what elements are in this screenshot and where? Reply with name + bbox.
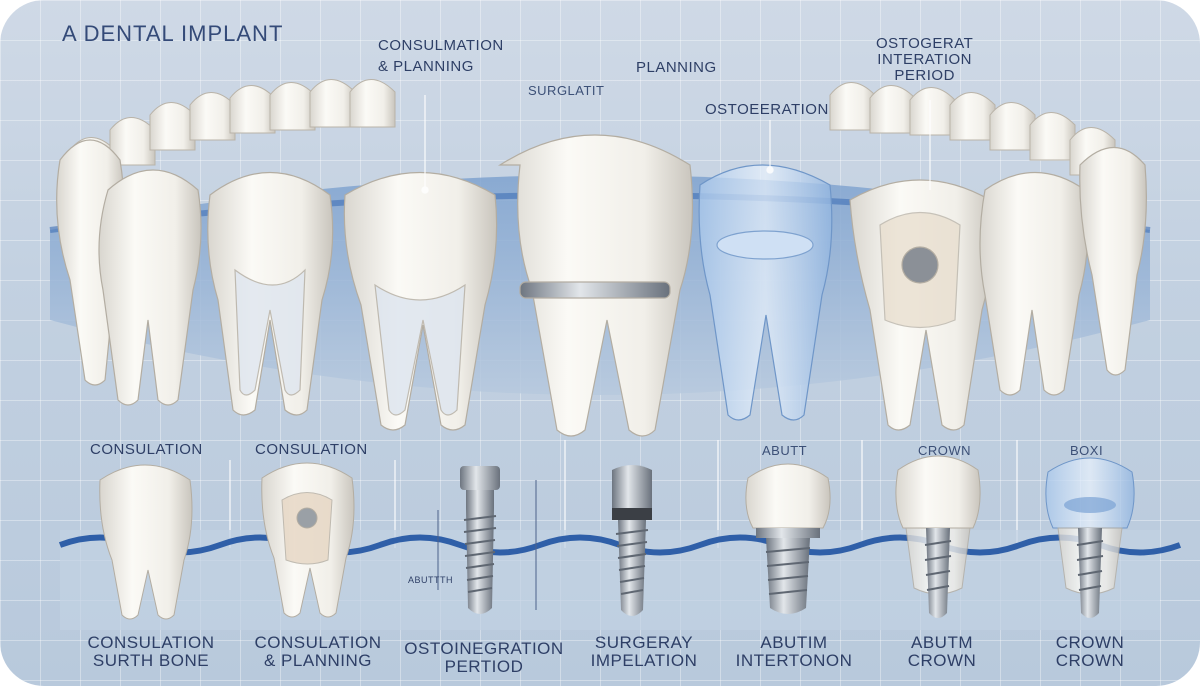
mid-label-4: CROWN bbox=[918, 443, 972, 458]
label-line: ABUTM bbox=[911, 633, 973, 652]
label-line: & PLANNING bbox=[264, 650, 372, 670]
label-line: CROWN bbox=[1055, 633, 1125, 652]
stage-3-implant bbox=[437, 466, 537, 614]
stage-1-tooth bbox=[99, 464, 193, 620]
bottom-label-3: OSTOINEGRATION PERTIOD bbox=[404, 640, 564, 676]
bottom-label-5: ABUTIM INTERTONON bbox=[724, 634, 864, 670]
label-osteo: OSTOEERATION bbox=[705, 101, 829, 118]
label-line: INTERATION bbox=[877, 50, 973, 68]
label-line: ABUTIM bbox=[760, 633, 828, 652]
label-integration: OSTOGERAT INTERATION PERIOD bbox=[876, 36, 973, 83]
label-line: PERTIOD bbox=[444, 656, 524, 676]
bottom-label-7: CROWN CROWN bbox=[1030, 634, 1150, 670]
label-planning: PLANNING bbox=[636, 59, 717, 76]
stage-2-tooth bbox=[261, 462, 355, 618]
mid-label-3: ABUTT bbox=[762, 443, 808, 458]
mid-label-2: CONSULATION bbox=[255, 441, 368, 458]
label-line: OSTOGERAT bbox=[876, 35, 974, 52]
stage-5-crown bbox=[745, 463, 831, 614]
bottom-label-4: SURGERAY IMPELATION bbox=[574, 634, 714, 670]
bottom-label-1: CONSULATION SURTH BONE bbox=[86, 634, 216, 670]
mid-label-5: BOXI bbox=[1070, 443, 1104, 458]
label-line: IMPELATION bbox=[590, 650, 698, 670]
small-mark: ABUTTTH bbox=[408, 575, 453, 585]
label-line: CROWN bbox=[1055, 650, 1125, 670]
label-line: SURGERAY bbox=[594, 633, 694, 652]
bottom-label-2: CONSULATION & PLANNING bbox=[248, 634, 388, 670]
label-line: INTERTONON bbox=[735, 650, 853, 670]
label-line: OSTOINEGRATION bbox=[404, 639, 564, 658]
label-line: CONSULMATION bbox=[378, 37, 504, 54]
label-line: & PLANNING bbox=[378, 57, 474, 75]
label-line: SURTH BONE bbox=[92, 650, 210, 670]
label-line: CONSULATION bbox=[87, 633, 215, 652]
label-line: CROWN bbox=[907, 650, 977, 670]
label-line: CONSULATION bbox=[254, 633, 382, 652]
label-line: PERIOD bbox=[894, 66, 955, 84]
back-teeth bbox=[69, 79, 1116, 181]
stage-6-crown bbox=[895, 455, 981, 618]
stage-7-crown bbox=[1045, 457, 1135, 618]
front-teeth bbox=[56, 134, 1147, 437]
mid-label-1: CONSULATION bbox=[90, 441, 203, 458]
label-consultation: CONSULMATION & PLANNING bbox=[378, 38, 504, 75]
label-surgical: SURGLATIT bbox=[528, 83, 605, 98]
bone-base bbox=[60, 530, 1160, 630]
stage-4-implant bbox=[612, 465, 652, 616]
diagram-title: A DENTAL IMPLANT bbox=[62, 21, 284, 46]
bottom-label-6: ABUTM CROWN bbox=[882, 634, 1002, 670]
